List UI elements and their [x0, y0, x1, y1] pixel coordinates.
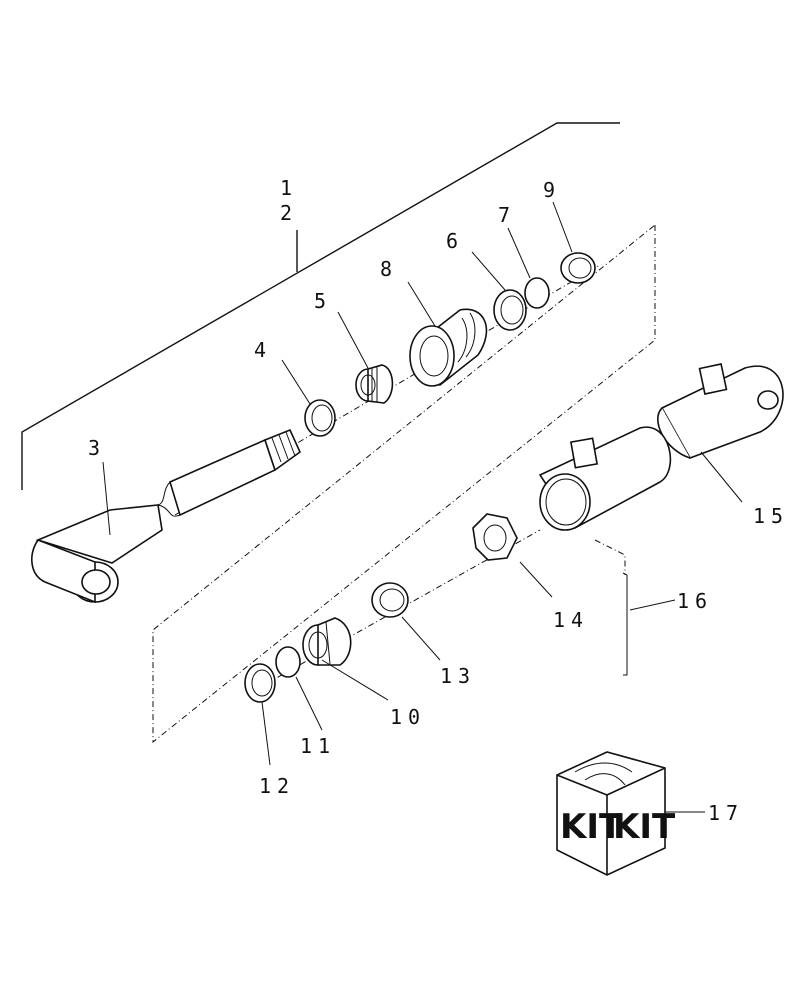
gland-part-5 — [355, 364, 394, 404]
callout-7: 7 — [498, 203, 516, 227]
callout-17: 17 — [708, 801, 744, 825]
callout-5: 5 — [314, 289, 332, 313]
seal-kit-outline — [152, 224, 656, 744]
callout-15: 15 — [753, 504, 789, 528]
assembly-bracket — [21, 122, 620, 490]
callout-8: 8 — [380, 257, 398, 281]
callout-14: 14 — [553, 608, 589, 632]
split-ring-part-9 — [560, 252, 596, 284]
seal-part-10 — [302, 617, 352, 666]
callout-9: 9 — [543, 178, 561, 202]
piston-rod-part — [31, 428, 301, 604]
split-ring-part-13 — [371, 582, 409, 618]
ring-part-6 — [493, 289, 527, 331]
lower-axis-line — [254, 529, 541, 691]
callout-10: 10 — [390, 705, 426, 729]
callout-6: 6 — [446, 229, 464, 253]
nut-part-14 — [472, 513, 518, 561]
callout-11: 11 — [300, 734, 336, 758]
leader-lines — [102, 201, 743, 813]
kit-label-right: KIT — [613, 807, 676, 847]
disc-part-11 — [275, 646, 301, 678]
disc-part-7 — [524, 277, 550, 309]
callout-labels: 1 2 3 4 5 6 7 8 9 10 11 12 13 14 15 16 1… — [88, 176, 789, 825]
piston-part-8 — [409, 308, 488, 387]
callout-1: 1 — [280, 176, 298, 200]
barrel-end-part-15 — [657, 363, 784, 459]
ring-part-4 — [304, 399, 336, 437]
callout-12: 12 — [259, 774, 295, 798]
callout-4: 4 — [254, 338, 272, 362]
kit-label-left: KIT — [560, 807, 623, 847]
ring-part-12 — [244, 663, 276, 703]
callout-13: 13 — [440, 664, 476, 688]
kit-box-part-17: KIT KIT — [556, 751, 676, 876]
callout-16: 16 — [677, 589, 713, 613]
callout-2: 2 — [280, 201, 298, 225]
barrel-tube-part-16 — [538, 426, 672, 676]
callout-3: 3 — [88, 436, 106, 460]
